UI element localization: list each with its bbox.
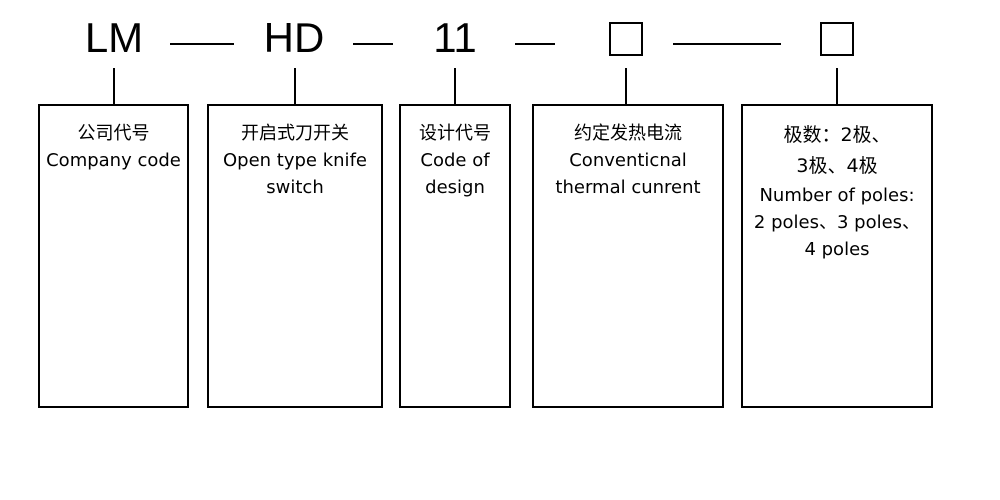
box-company-code: 公司代号 Company code (38, 104, 189, 408)
connector-line (454, 68, 456, 104)
thermal-current-cn: 约定发热电流 (574, 123, 682, 144)
design-code-en-line2: design (425, 177, 485, 198)
connector-line (625, 68, 627, 104)
connector-dash (515, 43, 555, 45)
box-thermal-current: 约定发热电流 Conventicnal thermal cunrent (532, 104, 724, 408)
placeholder-poles (820, 22, 854, 56)
poles-cn-line1: 极数：2极、 (783, 124, 891, 146)
poles-en-line1: Number of poles: (759, 185, 915, 206)
company-code-cn: 公司代号 (77, 123, 150, 144)
code-type: HD (263, 14, 325, 61)
design-code-en-line1: Code of (420, 150, 490, 171)
design-code-cn: 设计代号 (419, 123, 491, 144)
box-poles: 极数：2极、 3极、4极 Number of poles: 2 poles、3 … (741, 104, 933, 408)
connector-dash (353, 43, 393, 45)
connector-dash (673, 43, 781, 45)
box-design-code: 设计代号 Code of design (399, 104, 511, 408)
poles-cn-line2: 3极、4极 (796, 155, 878, 177)
switch-type-en-line2: switch (266, 177, 324, 198)
code-company: LM (84, 14, 144, 61)
placeholder-current (609, 22, 643, 56)
connector-line (836, 68, 838, 104)
poles-en-line2: 2 poles、3 poles、 (753, 212, 921, 233)
poles-en-line3: 4 poles (804, 239, 870, 260)
connector-dash (170, 43, 234, 45)
switch-type-cn: 开启式刀开关 (241, 123, 349, 144)
code-design: 11 (433, 14, 477, 61)
thermal-current-en-line2: thermal cunrent (555, 177, 701, 198)
box-switch-type: 开启式刀开关 Open type knife switch (207, 104, 383, 408)
company-code-en: Company code (46, 150, 181, 171)
connector-line (294, 68, 296, 104)
switch-type-en-line1: Open type knife (223, 150, 367, 171)
thermal-current-en-line1: Conventicnal (569, 150, 687, 171)
connector-line (113, 68, 115, 104)
